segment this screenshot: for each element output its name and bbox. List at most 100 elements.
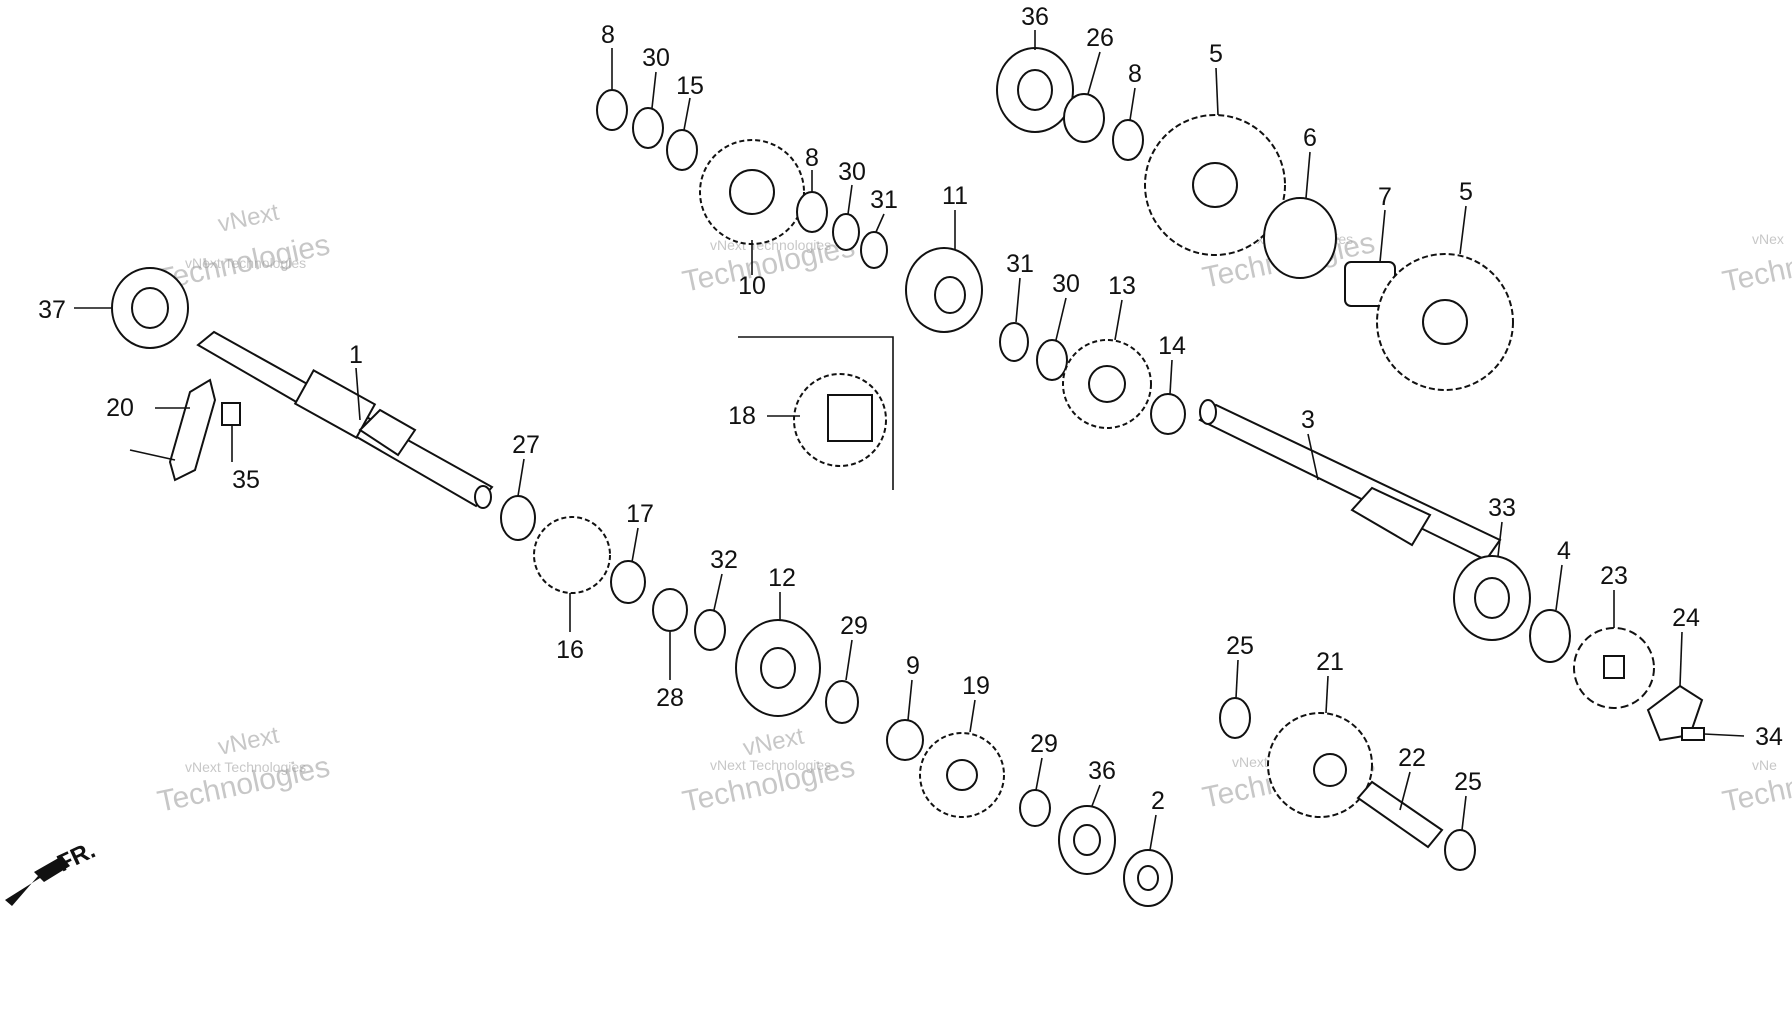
washer-30-top: [632, 107, 664, 149]
callout-13: 13: [1108, 272, 1136, 300]
watermark-edge: Techn: [1720, 770, 1792, 819]
callout-36: 36: [1021, 3, 1049, 31]
bearing-8-top: [596, 89, 628, 131]
washer-26: [1063, 93, 1105, 143]
bolt-34: [1681, 727, 1705, 741]
gear-11-hub: [934, 276, 966, 314]
callout-31: 31: [870, 186, 898, 214]
bushing-9: [886, 719, 924, 761]
gear-10-hub: [729, 169, 775, 215]
bearing-36-top-inner: [1017, 69, 1053, 111]
callout-11: 11: [942, 182, 968, 210]
callout-25: 25: [1454, 768, 1482, 796]
countershaft-part-3: [1198, 399, 1502, 562]
gear-21-hub: [1313, 753, 1347, 787]
washer-30-mid2: [1036, 339, 1068, 381]
bearing-8-mid: [796, 191, 828, 233]
callout-2: 2: [1151, 787, 1165, 815]
callout-3: 3: [1301, 406, 1315, 434]
watermark-small: vNext Technologies: [185, 759, 306, 775]
callout-7: 7: [1378, 183, 1392, 211]
washer-25-bottom: [1444, 829, 1476, 871]
callout-31: 31: [1006, 250, 1034, 278]
callout-5: 5: [1459, 178, 1473, 206]
bearing-8-right: [1112, 119, 1144, 161]
plate-24: [1646, 684, 1704, 742]
callout-8: 8: [805, 144, 819, 172]
callout-36: 36: [1088, 757, 1116, 785]
ring-15: [666, 129, 698, 171]
gear-12-hub: [760, 647, 796, 689]
gear-18-hub: [827, 394, 873, 442]
callout-24: 24: [1672, 604, 1700, 632]
bearing-37-inner: [131, 287, 169, 329]
washer-28: [652, 588, 688, 632]
gear-5-lower-hub: [1422, 299, 1468, 345]
callout-32: 32: [710, 546, 738, 574]
washer-29a: [825, 680, 859, 724]
callout-19: 19: [962, 672, 990, 700]
bearing-33-inner: [1474, 577, 1510, 619]
clip-31-mid: [999, 322, 1029, 362]
callout-1: 1: [349, 341, 363, 369]
shift-arm-20: [168, 378, 217, 482]
callout-15: 15: [676, 72, 704, 100]
callout-14: 14: [1158, 332, 1186, 360]
watermark-small: vNext Technologies: [185, 255, 306, 271]
washer-25-top: [1219, 697, 1251, 739]
callout-26: 26: [1086, 24, 1114, 52]
clip-32: [694, 609, 726, 651]
arrow-icon: [5, 856, 70, 906]
callout-23: 23: [1600, 562, 1628, 590]
washer-30-mid: [832, 213, 860, 251]
callout-37: 37: [38, 296, 66, 324]
callout-34: 34: [1755, 723, 1783, 751]
front-direction-arrow: FR.: [5, 837, 100, 906]
seal-2-inner: [1137, 865, 1159, 891]
callout-5: 5: [1209, 40, 1223, 68]
washer-27: [500, 495, 536, 541]
collar-4: [1529, 609, 1571, 663]
callout-6: 6: [1303, 124, 1317, 152]
callout-21: 21: [1316, 648, 1344, 676]
bearing-36-bottom-inner: [1073, 824, 1101, 856]
shaft-22: [1356, 780, 1444, 849]
callout-8: 8: [1128, 60, 1142, 88]
watermark-edge: Techn: [1720, 250, 1792, 299]
watermark-small: vNext Technologies: [710, 757, 831, 773]
watermark-edge: vNex: [1752, 231, 1784, 247]
callout-labels: 8 30 15 10 8 30 31 11 36 26 8 5 6 7 5 31…: [38, 3, 1783, 815]
clip-31: [860, 231, 888, 269]
bushing-14: [1150, 393, 1186, 435]
mainshaft-part-1: [196, 330, 494, 509]
gear-5-upper-hub: [1192, 162, 1238, 208]
sprocket-23-hub: [1603, 655, 1625, 679]
callout-30: 30: [838, 158, 866, 186]
callout-29: 29: [1030, 730, 1058, 758]
callout-16: 16: [556, 636, 584, 664]
gear-19-hub: [946, 759, 978, 791]
callout-10: 10: [738, 272, 766, 300]
callout-27: 27: [512, 431, 540, 459]
callout-17: 17: [626, 500, 654, 528]
watermark-edge: vNe: [1752, 757, 1777, 773]
callout-4: 4: [1557, 537, 1571, 565]
washer-29b: [1019, 789, 1051, 827]
watermark-top: vNext: [216, 199, 282, 238]
callout-29: 29: [840, 612, 868, 640]
callout-28: 28: [656, 684, 684, 712]
callout-18: 18: [728, 402, 756, 430]
watermark-top: vNext: [741, 723, 807, 762]
callout-9: 9: [906, 652, 920, 680]
callout-33: 33: [1488, 494, 1516, 522]
bolt-35: [221, 402, 241, 426]
callout-30: 30: [1052, 270, 1080, 298]
callout-25: 25: [1226, 632, 1254, 660]
callout-30: 30: [642, 44, 670, 72]
arm-pin: [129, 449, 176, 461]
callout-12: 12: [768, 564, 796, 592]
inset-bracket: [738, 336, 894, 490]
callout-8: 8: [601, 21, 615, 49]
watermark-top: vNext: [216, 722, 282, 761]
